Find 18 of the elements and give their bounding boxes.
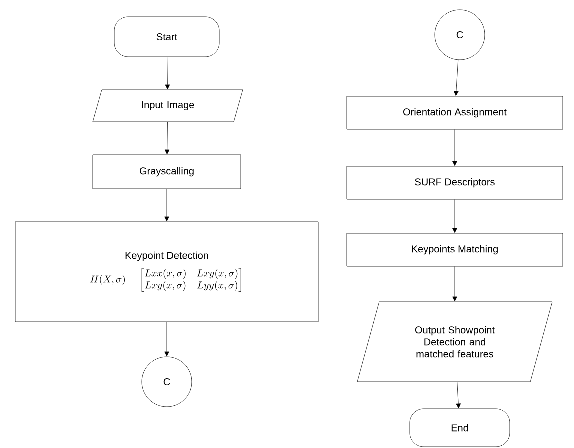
terminator-box: End — [410, 408, 510, 448]
arrow — [454, 60, 459, 96]
terminator-box: Start — [114, 16, 220, 58]
arrow — [165, 57, 170, 90]
input-parallelogram: Input Image — [92, 90, 244, 122]
arrow — [164, 322, 170, 357]
arrow — [452, 200, 458, 234]
arrow — [164, 122, 170, 155]
output-parallelogram: Output Showpoint Detection and matched features — [357, 302, 553, 382]
process-box: Grayscalling — [92, 154, 242, 190]
arrow — [452, 130, 458, 166]
process-box: Orientation Assignment — [346, 96, 564, 130]
arrow — [164, 189, 170, 222]
arrow — [452, 266, 458, 302]
process-box: Keypoints Matching — [346, 233, 564, 267]
process-box: SURF Descriptors — [346, 166, 564, 200]
process-box: Keypoint Detection $H(X,\sigma) = \begin{bmatrix} Lxx(x,\sigma) & Lxy(x,\sigma) \\ Lxy(x,\sigma) & Lyy(x,\sigma) \end{bmatrix}$ — [15, 222, 319, 322]
arrow — [456, 382, 462, 409]
